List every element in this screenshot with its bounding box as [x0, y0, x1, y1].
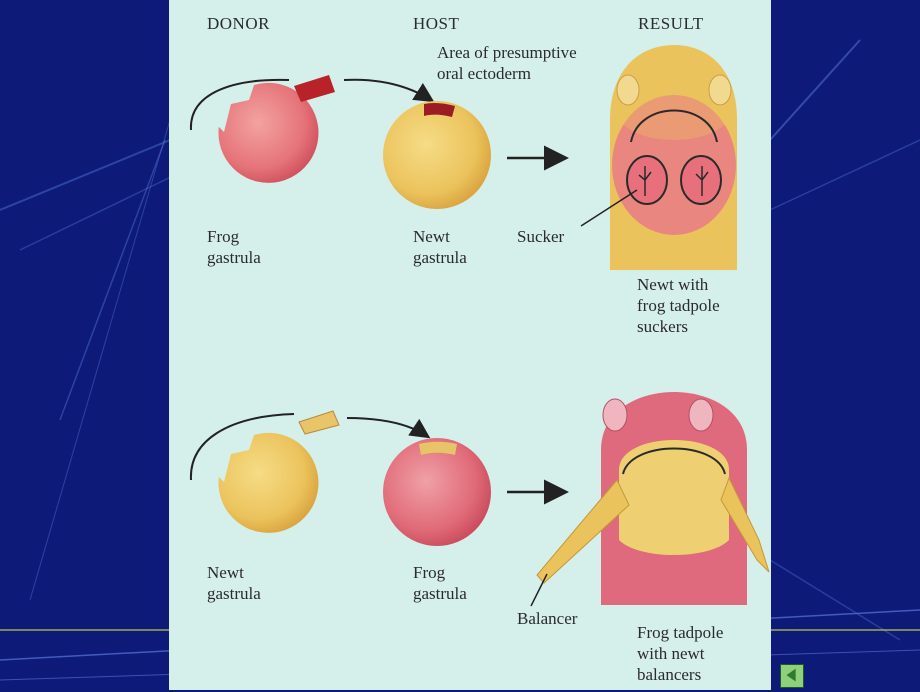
- bottom-host-frog-gastrula: [383, 438, 491, 546]
- bottom-host-label: Frog gastrula: [413, 563, 467, 603]
- figure-panel: DONOR HOST RESULT Area of presumptive or…: [169, 0, 771, 690]
- bottom-result-frog-tadpole: [536, 392, 770, 605]
- bottom-transfer-arrow: [189, 413, 295, 481]
- back-arrow-icon: [786, 668, 796, 682]
- bottom-donor-graft-piece: [298, 410, 340, 435]
- top-donor-frog-gastrula: [202, 82, 319, 183]
- top-result-newt-larva: [610, 45, 737, 270]
- transplant-diagram: [189, 45, 770, 607]
- bottom-result-label: Frog tadpole with newt balancers: [637, 623, 724, 684]
- donor-header: DONOR: [207, 14, 270, 33]
- top-donor-label: Frog gastrula: [207, 227, 261, 267]
- bottom-transfer-arrow-head: [346, 417, 431, 439]
- sucker-label: Sucker: [517, 227, 565, 246]
- host-header: HOST: [413, 14, 460, 33]
- top-transfer-arrow: [189, 78, 290, 131]
- back-button[interactable]: [780, 664, 804, 688]
- top-transfer-arrow-head: [343, 78, 435, 103]
- result-header: RESULT: [638, 14, 704, 33]
- top-donor-graft-piece: [294, 75, 335, 102]
- balancer-pointer: [530, 573, 548, 607]
- bottom-donor-newt-gastrula: [202, 432, 319, 533]
- top-area-label: Area of presumptive oral ectoderm: [437, 43, 577, 83]
- bottom-donor-label: Newt gastrula: [207, 563, 261, 603]
- top-host-label: Newt gastrula: [413, 227, 467, 267]
- balancer-label: Balancer: [517, 609, 578, 628]
- sucker-pointer: [580, 189, 638, 227]
- top-host-newt-gastrula: [383, 101, 491, 209]
- top-result-label: Newt with frog tadpole suckers: [637, 275, 720, 336]
